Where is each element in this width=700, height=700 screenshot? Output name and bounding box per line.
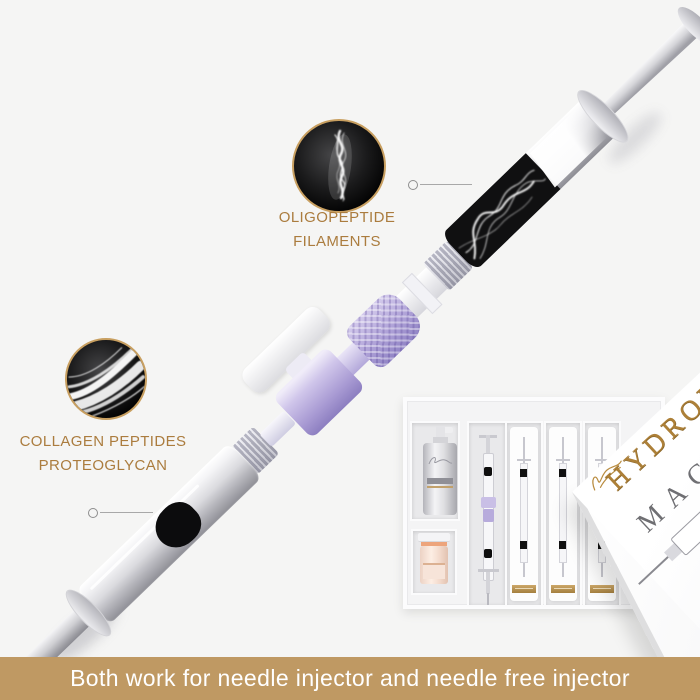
callout-dot-top [408,180,418,190]
oligopeptide-caption: OLIGOPEPTIDE FILAMENTS [246,206,428,253]
caption-line: PROTEOGLYCAN [38,456,168,474]
bottom-banner: Both work for needle injector and needle… [0,657,700,700]
blister-slot [505,421,543,607]
filament-filled-section [440,153,561,272]
bottle-label [427,478,453,484]
plunger-stopper [146,494,209,557]
top-syringe-barrel [440,90,626,272]
vial-label [423,563,445,579]
caption-line: FILAMENTS [293,232,381,250]
vial-cap [418,533,450,542]
vial-slot [411,529,457,595]
tray-syringe-connector [481,497,496,508]
top-plunger-rod [599,20,700,119]
collagen-caption: COLLAGEN PEPTIDES PROTEOGLYCAN [13,430,193,477]
banner-text: Both work for needle injector and needle… [70,665,630,691]
pump-head [436,426,445,438]
collagen-macro-photo-icon [65,338,147,420]
callout-line-top [420,184,472,185]
callout-line-bottom [100,512,153,513]
gold-label-band [512,585,536,593]
gold-label-band [590,585,614,593]
box-syringe-icon [623,407,700,600]
product-box: HYDROLU MAG [572,205,700,700]
gold-label-band [551,585,575,593]
caption-line: OLIGOPEPTIDE [278,209,396,226]
bottle-script-logo-icon [426,453,454,469]
brand-script-logo-icon [582,451,629,497]
blister-syringe-pack [549,427,577,601]
syringe-slot [467,421,507,607]
filament-macro-photo-icon [292,119,386,213]
caption-line: COLLAGEN PEPTIDES [19,433,187,450]
callout-dot-bottom [88,508,98,518]
blister-syringe-pack [510,427,538,601]
blister-slot [544,421,582,607]
pump-bottle-slot [410,421,460,521]
